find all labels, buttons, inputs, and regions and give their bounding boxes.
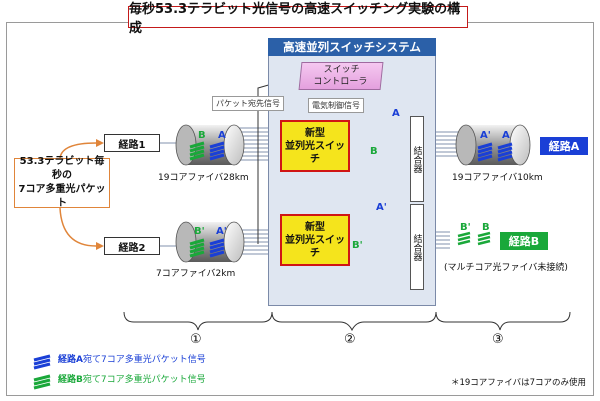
- packet-green-outB1: [457, 231, 471, 246]
- legend-route-a: 経路A宛て7コア多重光パケット信号: [58, 352, 206, 365]
- label-b-outB: B: [482, 222, 490, 233]
- combiner-bottom: 結合器: [410, 204, 424, 290]
- footnote: ＊19コアファイバは7コアのみ使用: [450, 378, 586, 388]
- label-a-in1: A: [218, 130, 226, 141]
- switch-2-line-2: 並列光スイッチ: [285, 234, 345, 259]
- section-1-number: ①: [190, 332, 202, 347]
- legend-green-packet: [33, 374, 51, 390]
- fiber-spool-a: [455, 124, 531, 166]
- switch-1-line-1: 新型: [305, 127, 325, 139]
- switch-system-title: 高速並列スイッチシステム: [268, 38, 436, 56]
- packet-blue-outA2: [497, 142, 513, 162]
- section-3-number: ③: [492, 332, 504, 347]
- packet-blue-in1: [209, 141, 225, 161]
- source-arrows: [59, 139, 104, 250]
- label-a-prime-outA: A': [480, 130, 491, 141]
- fiber-1-label: 19コアファイバ28km: [158, 173, 249, 183]
- label-a-prime-in2: A': [216, 226, 227, 237]
- label-b-prime-outB: B': [460, 222, 471, 233]
- legend-route-b: 経路B宛て7コア多重光パケット信号: [58, 372, 206, 385]
- route-b-tag: 経路B: [500, 232, 548, 250]
- switch-1-line-2: 並列光スイッチ: [285, 140, 345, 165]
- label-a-prime-sw2: A': [376, 202, 387, 213]
- label-a-outA: A: [502, 130, 510, 141]
- packet-blue-in2: [209, 238, 225, 258]
- section-2-number: ②: [344, 332, 356, 347]
- legend-blue-packet: [33, 354, 51, 370]
- route-2-label: 経路2: [104, 237, 160, 255]
- section-braces: [123, 311, 571, 332]
- route-a-tag: 経路A: [540, 137, 588, 155]
- combiner-top: 結合器: [410, 116, 424, 202]
- optical-switch-1: 新型 並列光スイッチ: [280, 120, 350, 172]
- label-b-prime-in2: B': [194, 226, 205, 237]
- label-b-in1: B: [198, 130, 206, 141]
- legend-b-route: 経路B: [58, 375, 83, 385]
- switch-2-line-1: 新型: [305, 221, 325, 233]
- diagram-title: 毎秒53.3テラビット光信号の高速スイッチング実験の構成: [128, 2, 468, 36]
- source-line-1: 53.3テラビット毎秒の: [19, 156, 105, 181]
- label-a-sw1: A: [392, 108, 400, 119]
- fiber-2-label: 7コアファイバ2km: [156, 269, 236, 279]
- label-b-prime-sw2: B': [352, 240, 363, 251]
- switch-controller: スイッチ コントローラ: [298, 62, 384, 90]
- packet-dest-signal-label: パケット宛先信号: [212, 96, 284, 111]
- packet-green-in1: [189, 141, 205, 161]
- packet-green-outB2: [477, 231, 491, 246]
- label-b-sw1: B: [370, 146, 378, 157]
- legend-a-route: 経路A: [58, 355, 83, 365]
- packet-green-in2: [189, 238, 205, 258]
- electric-control-signal-label: 電気制御信号: [308, 98, 364, 113]
- packet-source-box: 53.3テラビット毎秒の 7コア多重光パケット: [14, 156, 110, 209]
- packet-blue-outA1: [477, 142, 493, 162]
- controller-line-2: コントローラ: [313, 77, 368, 87]
- route-1-label: 経路1: [104, 134, 160, 152]
- legend-a-suffix: 宛て7コア多重光パケット信号: [82, 355, 206, 365]
- controller-line-1: スイッチ: [323, 65, 360, 75]
- optical-switch-2: 新型 並列光スイッチ: [280, 214, 350, 266]
- source-line-2: 7コア多重光パケット: [18, 184, 106, 209]
- fiber-a-label: 19コアファイバ10km: [452, 173, 543, 183]
- route-b-note: (マルチコア光ファイバ未接続): [444, 263, 568, 273]
- legend-b-suffix: 宛て7コア多重光パケット信号: [82, 375, 206, 385]
